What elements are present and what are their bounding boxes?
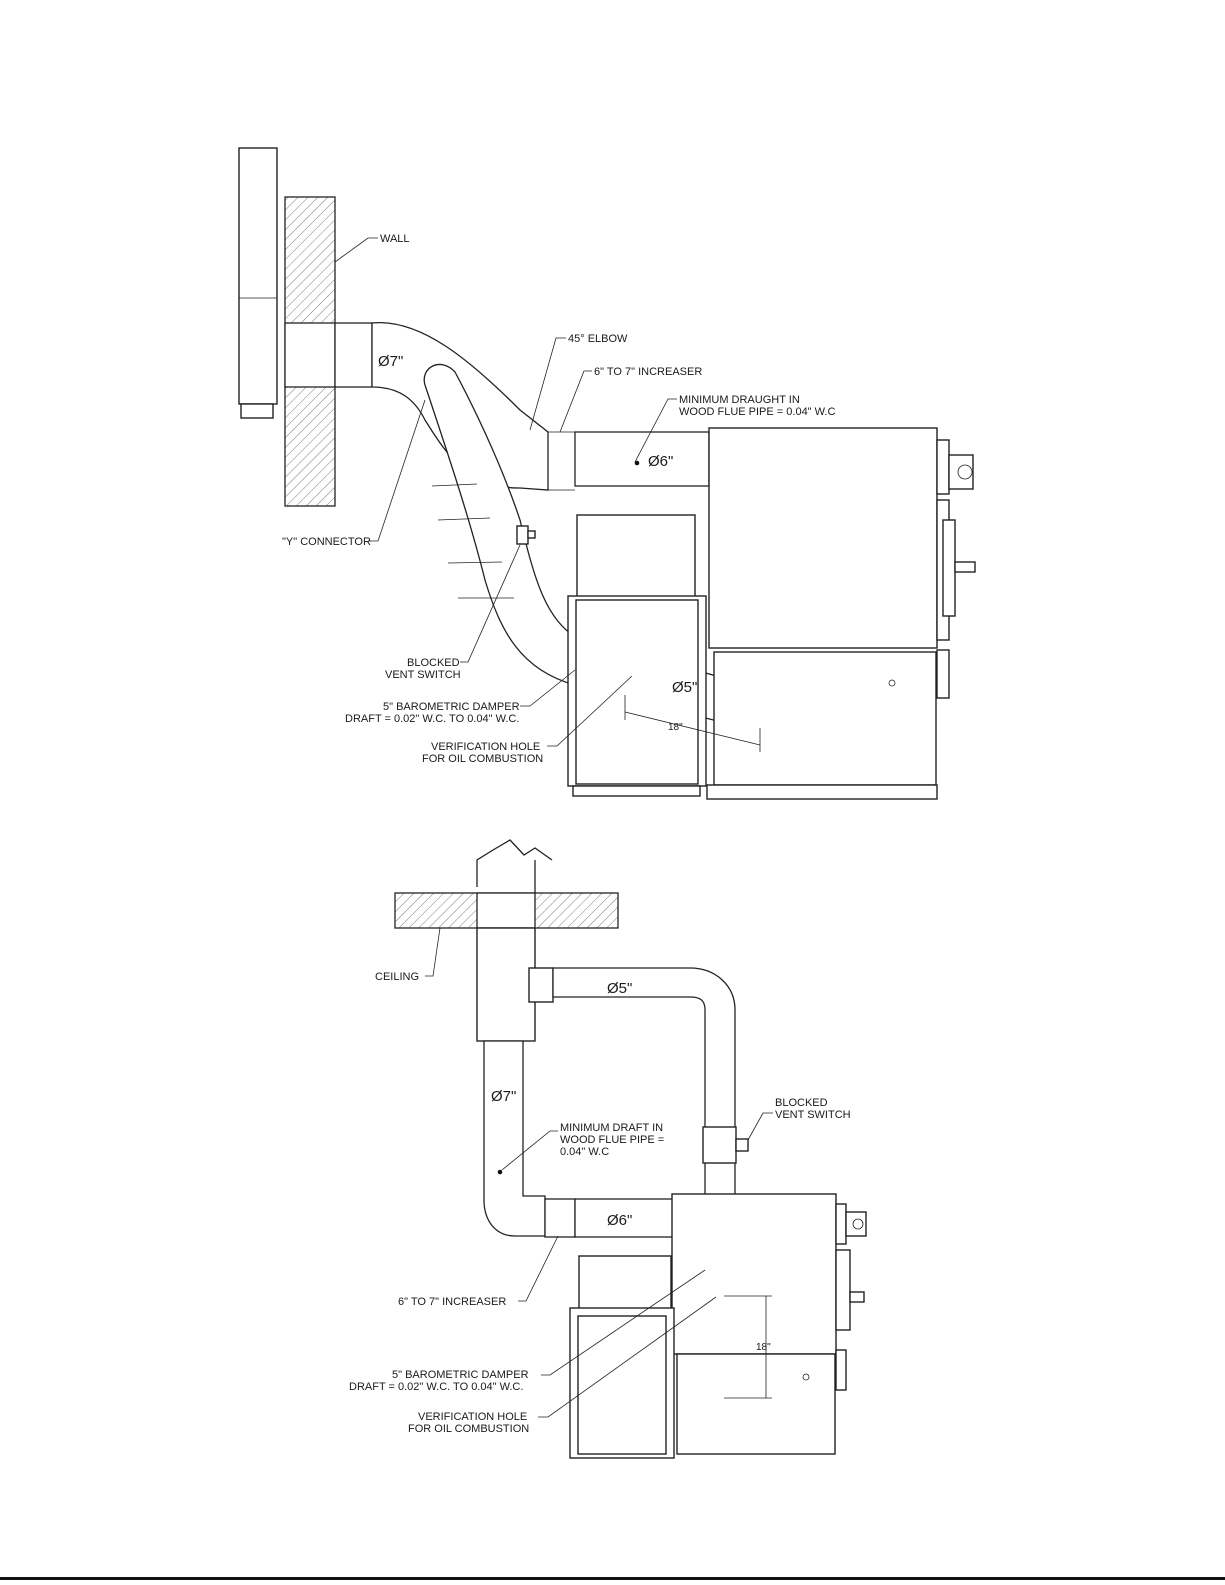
chimney-column	[238, 147, 278, 419]
page-bottom-rule	[0, 1577, 1225, 1580]
y-connector-label: "Y" CONNECTOR	[282, 536, 371, 548]
flue-pipe-7in-bottom	[483, 1040, 546, 1237]
diameter-7in-bottom-label: Ø7"	[491, 1088, 516, 1105]
damper-label-line2: DRAFT = 0.02" W.C. TO 0.04" W.C.	[345, 713, 519, 725]
boiler-unit-top	[567, 427, 976, 800]
diameter-6in-label: Ø6"	[648, 453, 673, 470]
ceiling-section	[394, 839, 619, 1042]
blocked-vent-label-line1: BLOCKED	[407, 657, 460, 669]
damper-bottom-line2: DRAFT = 0.02" W.C. TO 0.04" W.C.	[349, 1381, 523, 1393]
draught-label-line1: MINIMUM DRAUGHT IN	[679, 394, 800, 406]
min-draft-label-line2: WOOD FLUE PIPE =	[560, 1134, 664, 1146]
verification-label-line1: VERIFICATION HOLE	[431, 741, 540, 753]
ceiling-label: CEILING	[375, 971, 419, 983]
blocked-vent-bottom-line2: VENT SWITCH	[775, 1109, 851, 1121]
diameter-6in-bottom-label: Ø6"	[607, 1212, 632, 1229]
flue-pipe-6in-bottom	[544, 1198, 677, 1238]
dimension-18-bottom: 18"	[724, 1295, 772, 1399]
damper-label-line1: 5" BAROMETRIC DAMPER	[383, 701, 520, 713]
bottom-diagram: 18" Ø5" Ø7" Ø6" CEILING BLOCKED VENT SWI…	[349, 839, 867, 1459]
dimension-18-top: 18"	[624, 695, 761, 752]
bottom-leader-lines	[425, 927, 773, 1418]
top-leader-lines	[334, 237, 677, 747]
wall-section	[284, 196, 373, 507]
blocked-vent-label-line2: VENT SWITCH	[385, 669, 461, 681]
min-draft-label-line1: MINIMUM DRAFT IN	[560, 1122, 663, 1134]
blocked-vent-bottom-line1: BLOCKED	[775, 1097, 828, 1109]
dim-18-bottom-label: 18"	[756, 1342, 771, 1353]
wall-label: WALL	[380, 233, 410, 245]
increaser-label: 6" TO 7" INCREASER	[594, 366, 702, 378]
min-draft-label-line3: 0.04" W.C	[560, 1146, 609, 1158]
verification-label-line2: FOR OIL COMBUSTION	[422, 753, 543, 765]
damper-bottom-line1: 5" BAROMETRIC DAMPER	[392, 1369, 529, 1381]
elbow-label: 45° ELBOW	[568, 333, 628, 345]
verification-bottom-line2: FOR OIL COMBUSTION	[408, 1423, 529, 1435]
draught-label-line2: WOOD FLUE PIPE = 0.04" W.C	[679, 406, 835, 418]
increaser-bottom-label: 6" TO 7" INCREASER	[398, 1296, 506, 1308]
diameter-7in-label: Ø7"	[378, 353, 403, 370]
boiler-unit-bottom	[569, 1193, 867, 1459]
diameter-5in-bottom-label: Ø5"	[607, 980, 632, 997]
dim-18-top-label: 18"	[668, 722, 683, 733]
flue-pipe-6in	[547, 431, 710, 490]
verification-bottom-line1: VERIFICATION HOLE	[418, 1411, 527, 1423]
diameter-5in-label: Ø5"	[672, 679, 697, 696]
top-diagram: 18" Ø7" Ø6" Ø5" WALL 45° ELBOW 6" TO 7" …	[238, 147, 976, 800]
